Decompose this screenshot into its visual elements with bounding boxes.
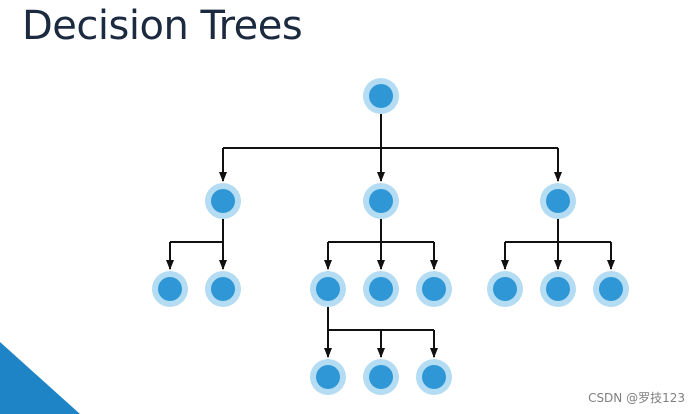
- leaf-node: [205, 271, 241, 307]
- node-core: [422, 277, 446, 301]
- root-node: [363, 78, 399, 114]
- leaf-node: [416, 271, 452, 307]
- leaf-node: [310, 359, 346, 395]
- node-core: [316, 277, 340, 301]
- node-core: [158, 277, 182, 301]
- node-core: [422, 365, 446, 389]
- node-core: [546, 189, 570, 213]
- leaf-node: [152, 271, 188, 307]
- node-core: [369, 365, 393, 389]
- decision-node: [310, 271, 346, 307]
- node-core: [369, 189, 393, 213]
- node-core: [546, 277, 570, 301]
- decision-node: [363, 183, 399, 219]
- leaf-node: [363, 271, 399, 307]
- node-core: [316, 365, 340, 389]
- watermark-text: CSDN @罗技123: [588, 391, 685, 405]
- leaf-node: [593, 271, 629, 307]
- leaf-node: [487, 271, 523, 307]
- tree-edges: [166, 114, 615, 358]
- node-core: [599, 277, 623, 301]
- page-title: Decision Trees: [22, 3, 303, 49]
- node-core: [369, 84, 393, 108]
- leaf-node: [540, 271, 576, 307]
- tree-nodes: [152, 78, 629, 395]
- node-core: [211, 277, 235, 301]
- decision-node: [205, 183, 241, 219]
- leaf-node: [363, 359, 399, 395]
- node-core: [369, 277, 393, 301]
- decision-node: [540, 183, 576, 219]
- node-core: [211, 189, 235, 213]
- node-core: [493, 277, 517, 301]
- leaf-node: [416, 359, 452, 395]
